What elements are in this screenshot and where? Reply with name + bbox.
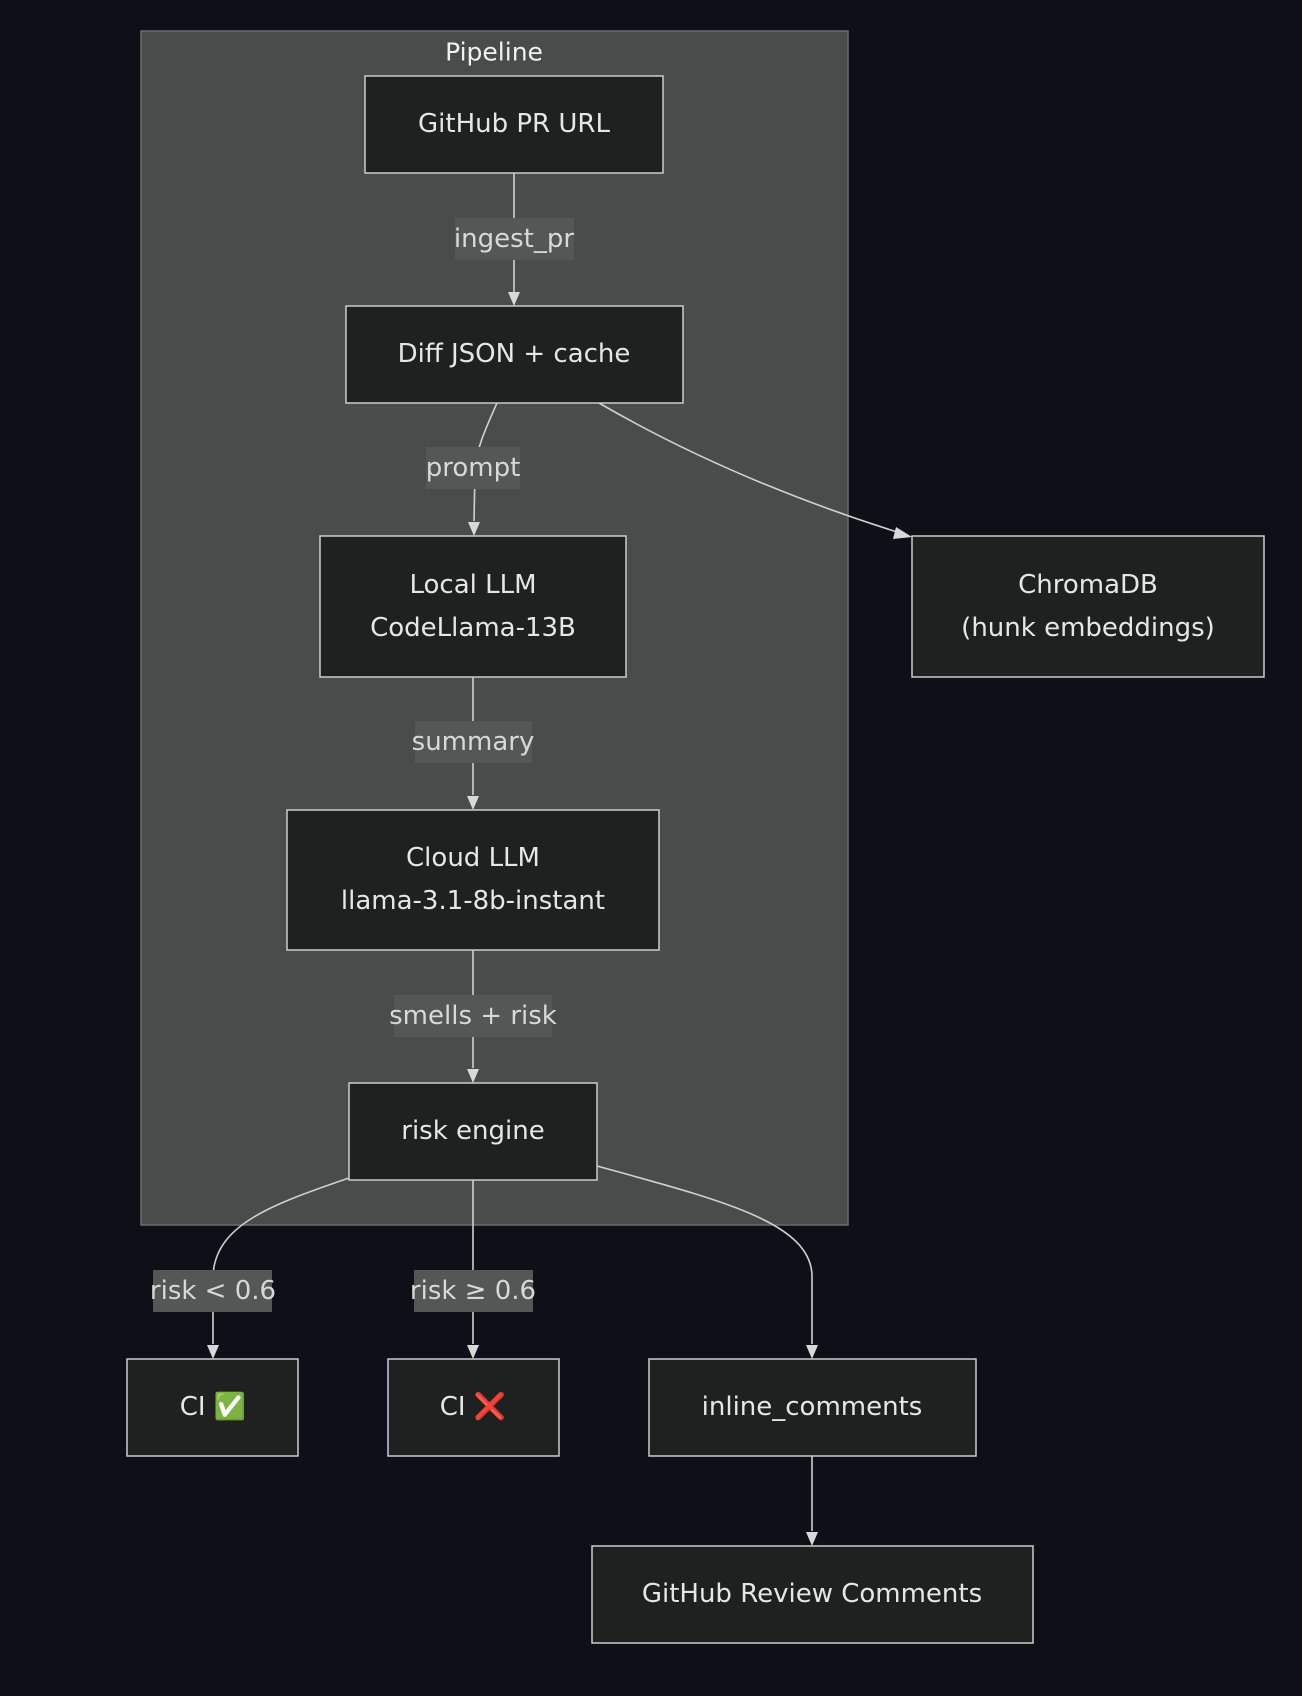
edge-label-text: risk ≥ 0.6 (410, 1276, 536, 1306)
node-label: inline_comments (702, 1392, 923, 1422)
cluster-label: Pipeline (445, 38, 543, 67)
edge-label-prompt: prompt (426, 447, 521, 489)
edge-label-text: prompt (426, 453, 521, 483)
edge-label-text: ingest_pr (454, 224, 574, 254)
node-chromadb: ChromaDB (hunk embeddings) (911, 535, 1265, 678)
node-github-review-comments: GitHub Review Comments (591, 1545, 1034, 1644)
node-risk-engine: risk engine (348, 1082, 598, 1181)
edge-inline-to-review (806, 1456, 818, 1546)
node-label-line-2: (hunk embeddings) (961, 613, 1215, 643)
node-github-pr-url: GitHub PR URL (364, 75, 664, 174)
edge-label-risk-ge: risk ≥ 0.6 (410, 1270, 536, 1312)
edge-diff-to-chromadb (598, 402, 912, 539)
edge-risk-to-inline-comments (596, 1165, 818, 1359)
nodes: GitHub PR URL Diff JSON + cache Local LL… (126, 75, 1265, 1644)
node-diff-json-cache: Diff JSON + cache (345, 305, 684, 404)
node-label: GitHub Review Comments (642, 1579, 982, 1609)
node-label: Diff JSON + cache (398, 339, 631, 369)
node-cloud-llm: Cloud LLM llama-3.1-8b-instant (286, 809, 660, 951)
node-label: CI ✅ (180, 1391, 246, 1422)
edge-label-ingest-pr: ingest_pr (454, 218, 574, 260)
node-label: CI ❌ (440, 1391, 506, 1422)
edge-label-risk-lt: risk < 0.6 (150, 1270, 276, 1312)
node-label-line-1: Cloud LLM (406, 843, 540, 873)
edge-label-smells-risk: smells + risk (389, 995, 557, 1037)
edge-label-summary: summary (412, 721, 535, 763)
edge-labels: ingest_pr prompt summary smells + risk r… (150, 218, 574, 1312)
node-label: risk engine (401, 1116, 544, 1146)
node-inline-comments: inline_comments (648, 1358, 977, 1457)
node-ci-pass: CI ✅ (126, 1358, 299, 1457)
edge-risk-to-ci-pass (207, 1177, 350, 1359)
node-local-llm: Local LLM CodeLlama-13B (319, 535, 627, 678)
edge-label-text: smells + risk (389, 1001, 557, 1031)
node-label-line-1: ChromaDB (1018, 570, 1158, 600)
node-label: GitHub PR URL (418, 109, 610, 139)
edge-label-text: summary (412, 727, 535, 757)
edge-label-text: risk < 0.6 (150, 1276, 276, 1306)
edge-risk-to-ci-fail (467, 1180, 479, 1359)
node-label-line-2: llama-3.1-8b-instant (341, 886, 605, 916)
node-label-line-1: Local LLM (409, 570, 536, 600)
node-ci-fail: CI ❌ (387, 1358, 560, 1457)
node-label-line-2: CodeLlama-13B (370, 613, 576, 643)
